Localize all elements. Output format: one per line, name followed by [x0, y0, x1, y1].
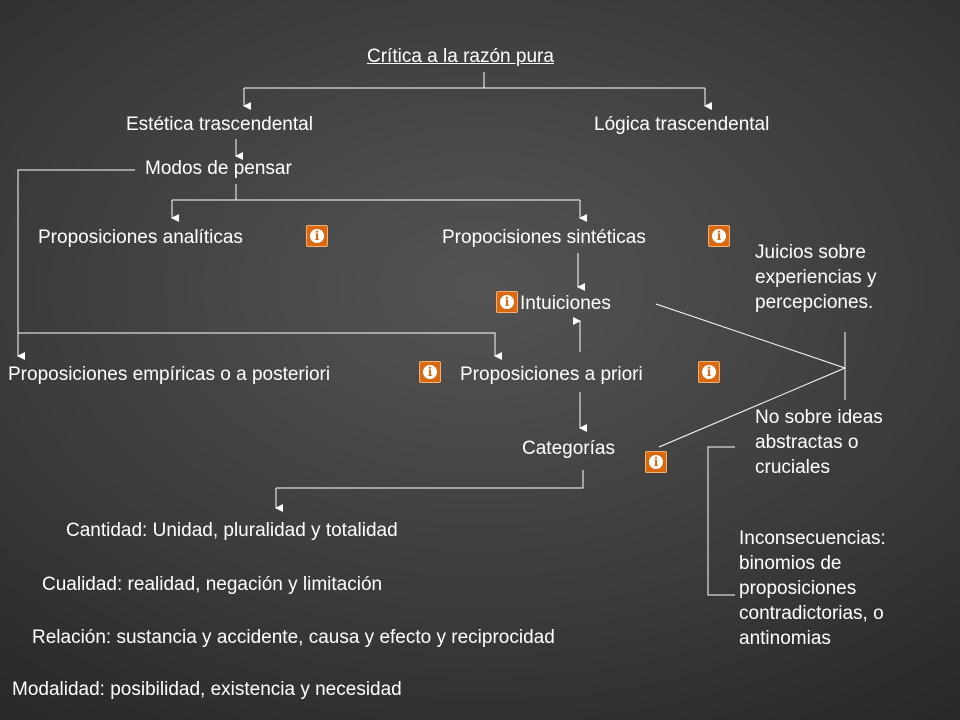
list-item-relacion: Relación: sustancia y accidente, causa y…: [32, 627, 555, 648]
note-juicios: Juicios sobre experiencias y percepcione…: [755, 242, 877, 313]
node-empiricas: Proposiciones empíricas o a posteriori: [8, 364, 331, 385]
bracket-inconsecuencias: [707, 446, 735, 596]
line-intuiciones-converge: [655, 303, 846, 369]
list-item-cantidad: Cantidad: Unidad, pluralidad y totalidad: [66, 520, 398, 541]
node-categorias: Categorías: [522, 438, 615, 459]
connector-left-bracket: [17, 169, 135, 360]
node-modos: Modos de pensar: [145, 158, 292, 179]
title-critica: Crítica a la razón pura: [367, 46, 554, 67]
line-categorias-converge: [658, 367, 846, 448]
connector-categorias: [276, 470, 584, 489]
info-icon[interactable]: i: [496, 291, 518, 313]
node-logica: Lógica trascendental: [594, 114, 770, 135]
info-icon[interactable]: i: [306, 225, 328, 247]
info-icon[interactable]: i: [708, 225, 730, 247]
info-icon[interactable]: i: [698, 361, 720, 383]
node-apriori: Proposiciones a priori: [460, 364, 643, 385]
list-item-cualidad: Cualidad: realidad, negación y limitació…: [42, 574, 383, 595]
list-item-modalidad: Modalidad: posibilidad, existencia y nec…: [12, 679, 402, 700]
info-icon[interactable]: i: [419, 361, 441, 383]
connector-to-apriori: [18, 332, 502, 360]
note-inconsecuencias: Inconsecuencias: binomios de proposicion…: [739, 528, 886, 649]
node-sinteticas: Propocisiones sintéticas: [442, 227, 646, 248]
node-estetica: Estética trascendental: [126, 114, 313, 135]
node-intuiciones: Intuiciones: [520, 293, 611, 314]
note-no-ideas: No sobre ideas abstractas o cruciales: [755, 407, 883, 478]
info-icon[interactable]: i: [645, 451, 667, 473]
node-analiticas: Proposiciones analíticas: [38, 227, 243, 248]
